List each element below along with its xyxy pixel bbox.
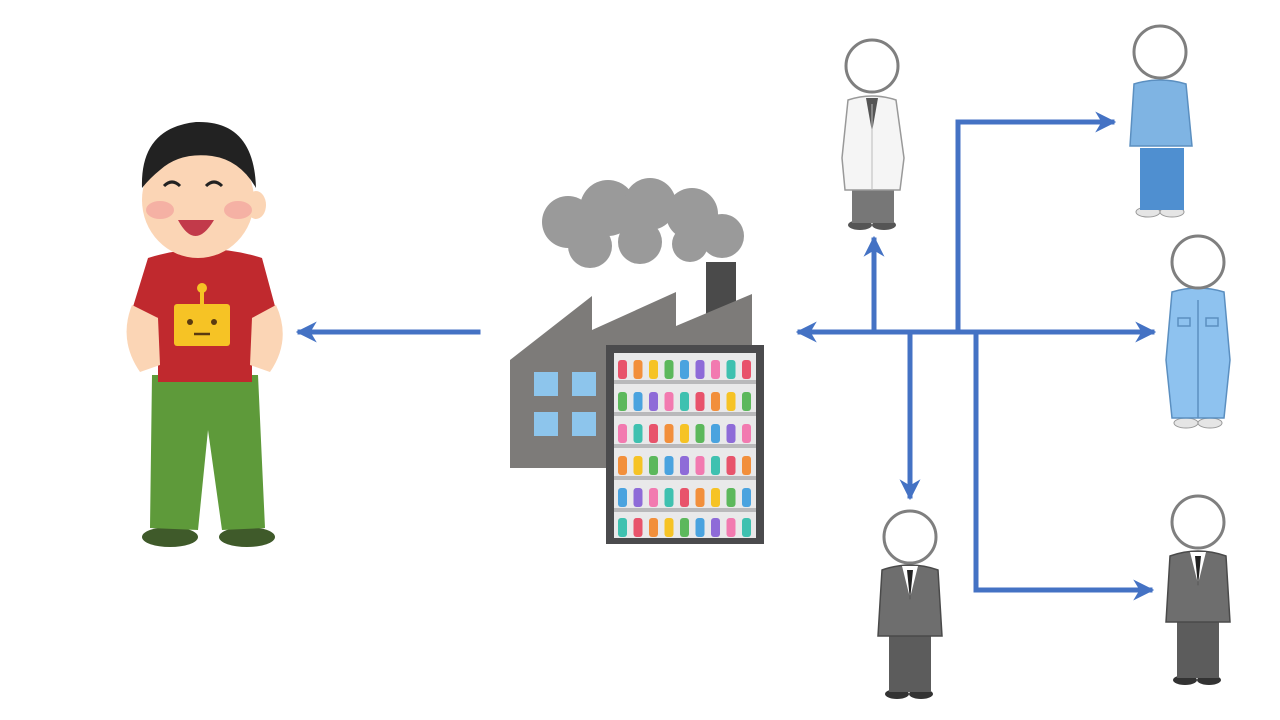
toy-figure <box>618 488 627 507</box>
toy-figure <box>633 424 643 443</box>
toy-figure <box>618 424 627 443</box>
toy-figure <box>633 488 643 507</box>
toy-figure <box>649 392 658 411</box>
toy-figure <box>649 456 658 475</box>
toy-figure <box>742 488 751 507</box>
toy-figure <box>711 360 720 379</box>
lab-coat-person-icon <box>841 38 905 230</box>
arrow-to-businessman-right <box>973 329 1155 601</box>
toy-figure <box>664 456 674 475</box>
toy-figure <box>664 488 674 507</box>
toy-figure <box>633 360 643 379</box>
toy-figure <box>695 424 705 443</box>
toy-figure <box>695 456 705 475</box>
toy-figure <box>618 518 627 537</box>
toy-figure <box>618 456 627 475</box>
toy-figure <box>711 518 720 537</box>
toy-figure <box>633 456 643 475</box>
toy-figure <box>680 518 689 537</box>
toy-figure <box>742 360 751 379</box>
toy-figure <box>680 488 689 507</box>
toy-figure <box>664 518 674 537</box>
toy-figure <box>726 392 736 411</box>
toy-figure <box>618 360 627 379</box>
toy-figure <box>742 392 751 411</box>
toy-figure <box>649 360 658 379</box>
toy-factory-icon <box>510 178 764 544</box>
toy-figure <box>742 424 751 443</box>
toy-figure <box>649 488 658 507</box>
toy-figure <box>695 360 705 379</box>
toy-figure <box>680 392 689 411</box>
boy-robot-shirt-icon <box>126 121 283 547</box>
toy-shelf-rows <box>614 380 756 512</box>
arrow-network <box>295 111 1157 601</box>
toy-figure <box>680 360 689 379</box>
toy-figure <box>726 518 736 537</box>
toy-figure <box>695 518 705 537</box>
toy-figure <box>742 456 751 475</box>
toy-figure <box>664 360 674 379</box>
toy-figure <box>649 424 658 443</box>
toy-figure <box>711 392 720 411</box>
blue-coverall-worker-icon <box>1165 234 1231 429</box>
toy-figure <box>711 424 720 443</box>
toy-figure <box>726 488 736 507</box>
suit-person-icon <box>877 509 943 699</box>
arrow-to-casual-worker <box>955 111 1117 335</box>
toy-figure <box>649 518 658 537</box>
toy-figure <box>742 518 751 537</box>
toy-figure <box>680 456 689 475</box>
toy-figure <box>664 424 674 443</box>
toy-figure <box>633 518 643 537</box>
toy-figure <box>726 360 736 379</box>
toy-figure <box>726 424 736 443</box>
toy-figures <box>618 360 751 537</box>
blue-sweater-person-icon <box>1129 24 1193 218</box>
toy-figure <box>618 392 627 411</box>
toy-figure <box>695 488 705 507</box>
toy-figure <box>711 488 720 507</box>
toy-figure <box>633 392 643 411</box>
toy-figure <box>695 392 705 411</box>
toy-figure <box>664 392 674 411</box>
toy-figure <box>711 456 720 475</box>
suit-person-icon <box>1165 494 1231 685</box>
toy-figure <box>726 456 736 475</box>
toy-figure <box>680 424 689 443</box>
